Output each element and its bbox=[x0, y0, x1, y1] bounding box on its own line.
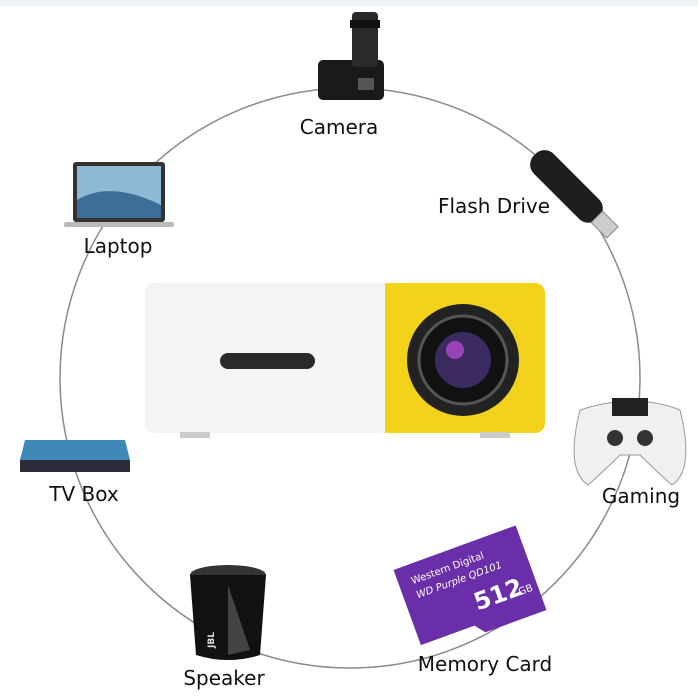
tv-box-icon bbox=[20, 440, 130, 472]
label-laptop: Laptop bbox=[83, 234, 153, 258]
speaker-icon: JBL bbox=[190, 565, 266, 660]
gamepad-icon bbox=[573, 398, 687, 486]
label-gaming: Gaming bbox=[601, 484, 681, 508]
label-tv-box: TV Box bbox=[49, 482, 119, 506]
projector-image bbox=[145, 283, 545, 438]
camera-icon bbox=[318, 12, 384, 100]
flash-drive-icon bbox=[530, 150, 619, 239]
speaker-brand-text: JBL bbox=[207, 632, 217, 649]
laptop-icon bbox=[64, 162, 174, 227]
label-camera: Camera bbox=[299, 115, 379, 139]
card-unit-text: GB bbox=[517, 583, 535, 598]
memory-card-icon: Western Digital WD Purple QD101 512 GB bbox=[393, 525, 547, 646]
label-memory-card: Memory Card bbox=[417, 652, 553, 676]
label-flash-drive: Flash Drive bbox=[437, 194, 551, 218]
label-speaker: Speaker bbox=[183, 666, 265, 690]
